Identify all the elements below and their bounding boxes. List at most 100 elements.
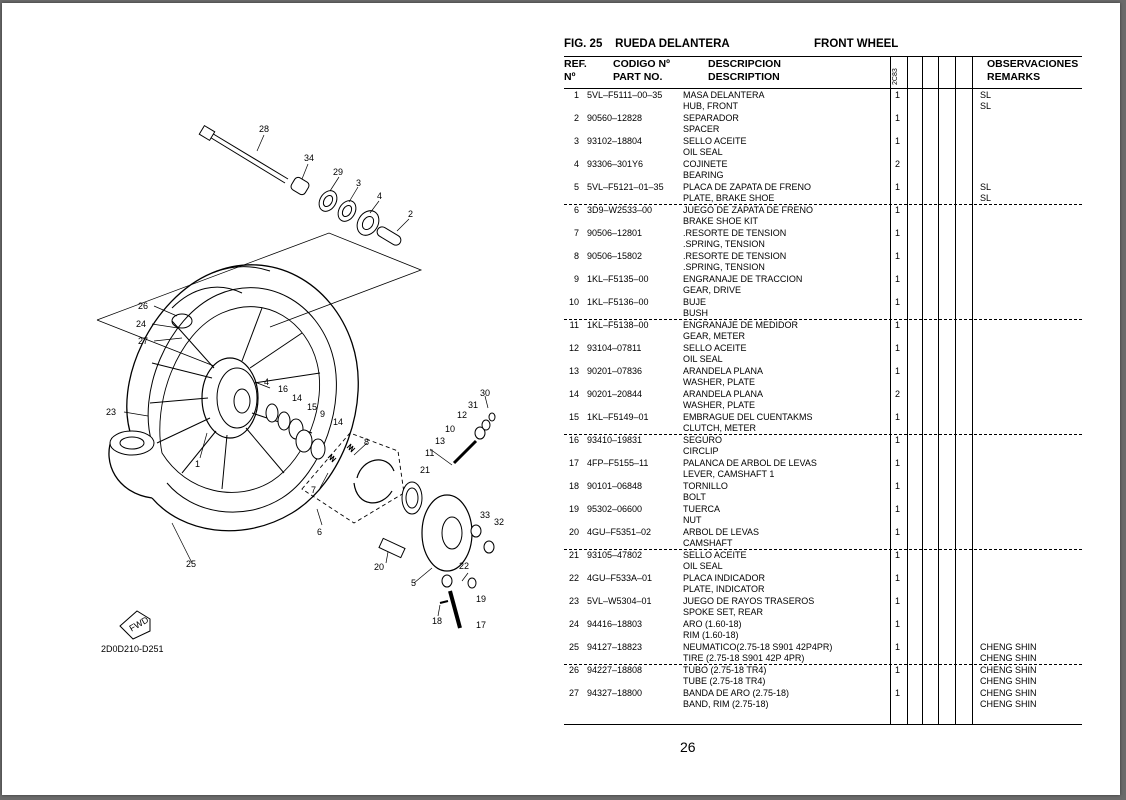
row-description-es: TORNILLO [683, 481, 728, 491]
row-part-number: 1KL–F5135–00 [587, 274, 649, 284]
callout-15: 15 [307, 402, 317, 412]
row-part-number: 5VL–F5111–00–35 [587, 90, 663, 100]
callout-4b: 4 [264, 377, 269, 387]
callout-17: 17 [476, 620, 486, 630]
callout-28: 28 [259, 124, 269, 134]
row-remark-1: CHENG SHIN [980, 642, 1037, 652]
figure-title-en: FRONT WHEEL [814, 38, 899, 50]
row-ref: 14 [568, 389, 579, 399]
row-quantity: 2 [895, 159, 901, 169]
row-part-number: 4GU–F5351–02 [587, 527, 652, 537]
diagram-code: 2D0D210-D251 [101, 644, 164, 654]
callout-20: 20 [374, 562, 384, 572]
callout-24: 24 [136, 319, 146, 329]
row-description-en: LEVER, CAMSHAFT 1 [683, 469, 775, 479]
row-part-number: 95302–06600 [587, 504, 643, 514]
row-ref: 9 [573, 274, 579, 284]
header-model-code: 2C83 [892, 68, 899, 85]
row-part-number: 90506–15802 [587, 251, 643, 261]
row-description-es: SEPARADOR [683, 113, 739, 123]
row-description-en: CAMSHAFT [683, 538, 733, 548]
row-part-number: 5VL–W5304–01 [587, 596, 652, 606]
row-description-en: BAND, RIM (2.75-18) [683, 699, 769, 709]
row-part-number: 94227–18808 [587, 665, 643, 675]
row-description-es: MASA DELANTERA [683, 90, 765, 100]
row-part-number: 90201–07836 [587, 366, 643, 376]
rule-bottom [564, 724, 1082, 725]
row-remark-1: SL [980, 182, 992, 192]
row-ref: 26 [568, 665, 579, 675]
row-description-es: SELLO ACEITE [683, 343, 747, 353]
row-quantity: 1 [895, 366, 901, 376]
header-desc-en: DESCRIPTION [708, 71, 780, 83]
row-quantity: 1 [895, 274, 901, 284]
callout-14b: 14 [333, 417, 343, 427]
row-description-en: OIL SEAL [683, 147, 723, 157]
exploded-diagram: 28 34 29 3 4 2 26 24 27 4 16 14 15 9 14 … [2, 3, 562, 795]
row-part-number: 90560–12828 [587, 113, 643, 123]
callout-16: 16 [278, 384, 288, 394]
callout-1: 1 [195, 459, 200, 469]
row-quantity: 1 [895, 688, 901, 698]
callout-21: 21 [420, 465, 430, 475]
row-part-number: 1KL–F5136–00 [587, 297, 649, 307]
row-remark-2: CHENG SHIN [980, 676, 1037, 686]
page-number: 26 [680, 739, 696, 755]
row-description-en: BUSH [683, 308, 709, 318]
row-remark-2: SL [980, 193, 992, 203]
figure-header: FIG. 25 RUEDA DELANTERA FRONT WHEEL [564, 38, 898, 50]
row-quantity: 1 [895, 343, 901, 353]
row-description-es: ARANDELA PLANA [683, 366, 764, 376]
row-ref: 3 [573, 136, 579, 146]
row-description-en: BRAKE SHOE KIT [683, 216, 759, 226]
row-quantity: 1 [895, 182, 901, 192]
callout-23: 23 [106, 407, 116, 417]
callout-22: 22 [459, 561, 469, 571]
callout-8: 8 [364, 437, 369, 447]
callout-27: 27 [138, 336, 148, 346]
row-ref: 7 [573, 228, 579, 238]
row-description-es: PLACA DE ZAPATA DE FRENO [683, 182, 812, 192]
row-ref: 17 [568, 458, 579, 468]
row-quantity: 1 [895, 113, 901, 123]
row-quantity: 1 [895, 596, 901, 606]
group-separator [564, 434, 1082, 435]
catalog-page: 28 34 29 3 4 2 26 24 27 4 16 14 15 9 14 … [2, 3, 1120, 795]
row-description-en: RIM (1.60-18) [683, 630, 739, 640]
row-quantity: 1 [895, 573, 901, 583]
group-separator [564, 664, 1082, 665]
row-part-number: 1KL–F5138–00 [587, 320, 649, 330]
callout-25: 25 [186, 559, 196, 569]
row-ref: 25 [568, 642, 579, 652]
row-ref: 6 [573, 205, 579, 215]
col-rule-4 [938, 56, 939, 724]
row-ref: 21 [568, 550, 579, 560]
row-part-number: 90506–12801 [587, 228, 643, 238]
group-separator [564, 319, 1082, 320]
row-part-number: 93410–19831 [587, 435, 643, 445]
row-ref: 11 [569, 320, 579, 330]
row-description-en: TUBE (2.75-18 TR4) [683, 676, 766, 686]
row-part-number: 90201–20844 [587, 389, 643, 399]
row-ref: 22 [568, 573, 579, 583]
row-quantity: 1 [895, 228, 901, 238]
rule-top [564, 56, 1082, 57]
row-ref: 23 [568, 596, 579, 606]
callout-32: 32 [494, 517, 504, 527]
row-description-en: OIL SEAL [683, 354, 723, 364]
header-remarks-en: REMARKS [987, 71, 1041, 83]
callout-34: 34 [304, 153, 314, 163]
row-remark-1: SL [980, 90, 992, 100]
row-part-number: 90101–06848 [587, 481, 643, 491]
callout-5: 5 [411, 578, 416, 588]
row-remark-1: CHENG SHIN [980, 665, 1037, 675]
row-remark-1: CHENG SHIN [980, 688, 1037, 698]
header-desc-es: DESCRIPCION [708, 58, 781, 70]
row-part-number: 4GU–F533A–01 [587, 573, 653, 583]
row-part-number: 94416–18803 [587, 619, 643, 629]
row-description-es: SELLO ACEITE [683, 550, 747, 560]
figure-number: FIG. 25 [564, 38, 603, 50]
row-part-number: 94127–18823 [587, 642, 643, 652]
callout-7: 7 [311, 485, 316, 495]
header-remarks-es: OBSERVACIONES [987, 58, 1079, 70]
